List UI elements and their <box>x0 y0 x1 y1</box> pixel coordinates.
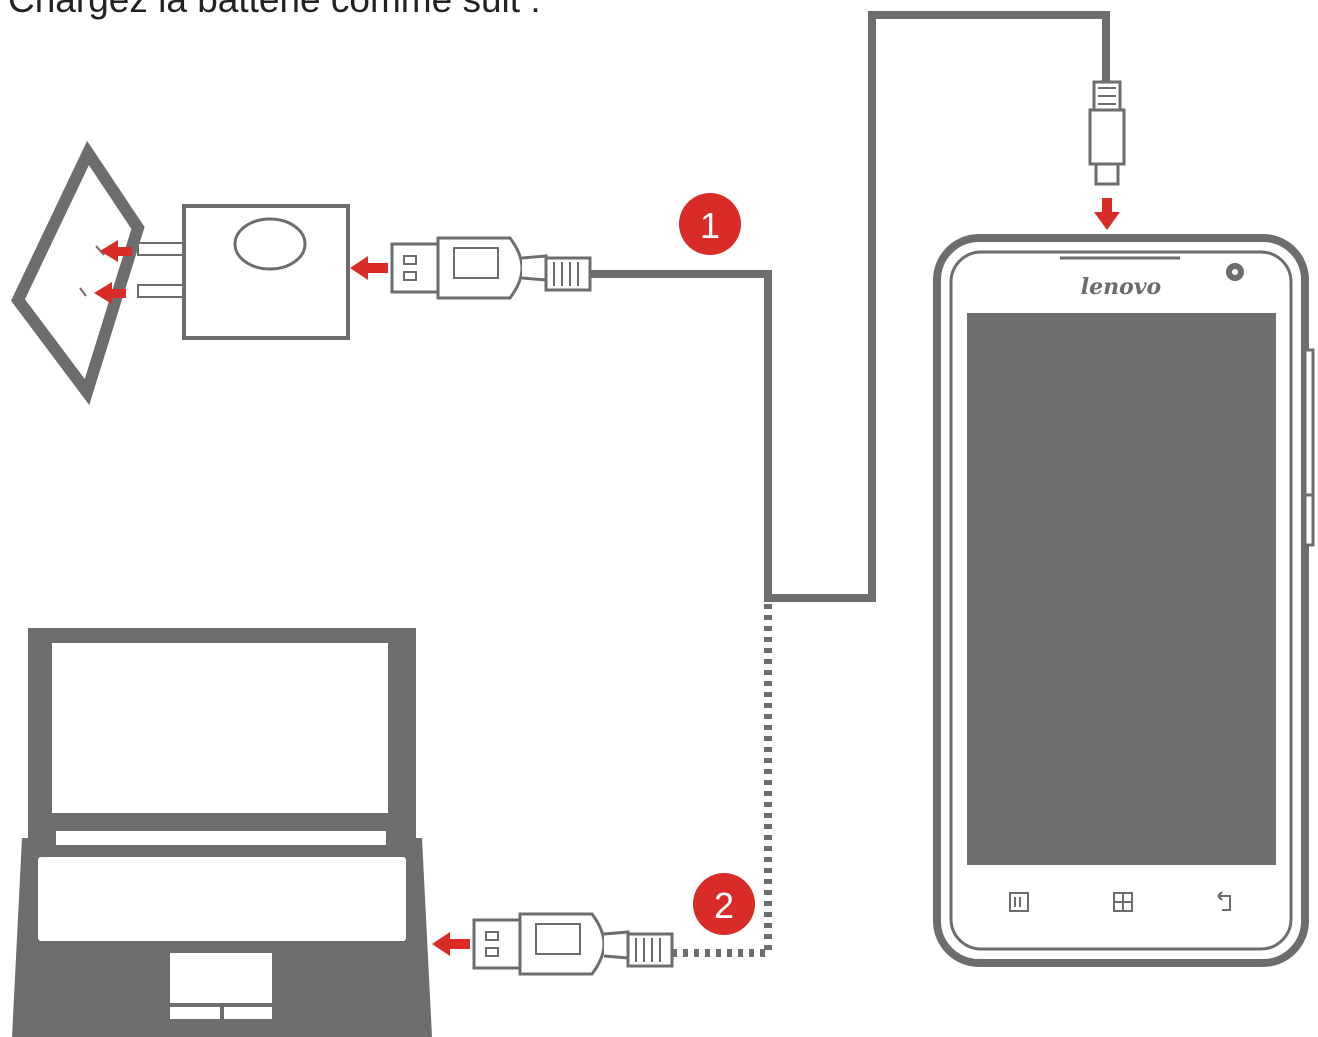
step-number: 1 <box>700 205 720 246</box>
arrow-icon <box>1094 198 1120 230</box>
usb-plug-icon <box>472 912 674 976</box>
micro-usb-plug-icon <box>1088 80 1126 186</box>
phone-screen <box>967 313 1276 865</box>
back-key-icon <box>1217 891 1231 911</box>
instruction-heading: Chargez la batterie comme suit : <box>8 0 541 22</box>
usb-plug-icon <box>390 236 592 300</box>
power-adapter-icon <box>137 204 350 340</box>
arrow-icon <box>94 240 132 304</box>
phone-brand-logo: lenovo <box>1081 274 1161 300</box>
step-badge-2: 2 <box>693 873 755 935</box>
charger-cable <box>590 11 1110 602</box>
wall-outlet-icon <box>11 140 145 405</box>
smartphone-icon: lenovo <box>933 234 1315 967</box>
step-number: 2 <box>714 885 734 926</box>
home-key-icon <box>1113 892 1133 912</box>
arrow-icon <box>432 932 470 956</box>
menu-key-icon <box>1009 892 1029 912</box>
arrow-icon <box>350 256 388 280</box>
step-badge-1: 1 <box>679 193 741 255</box>
laptop-icon <box>12 628 432 1037</box>
